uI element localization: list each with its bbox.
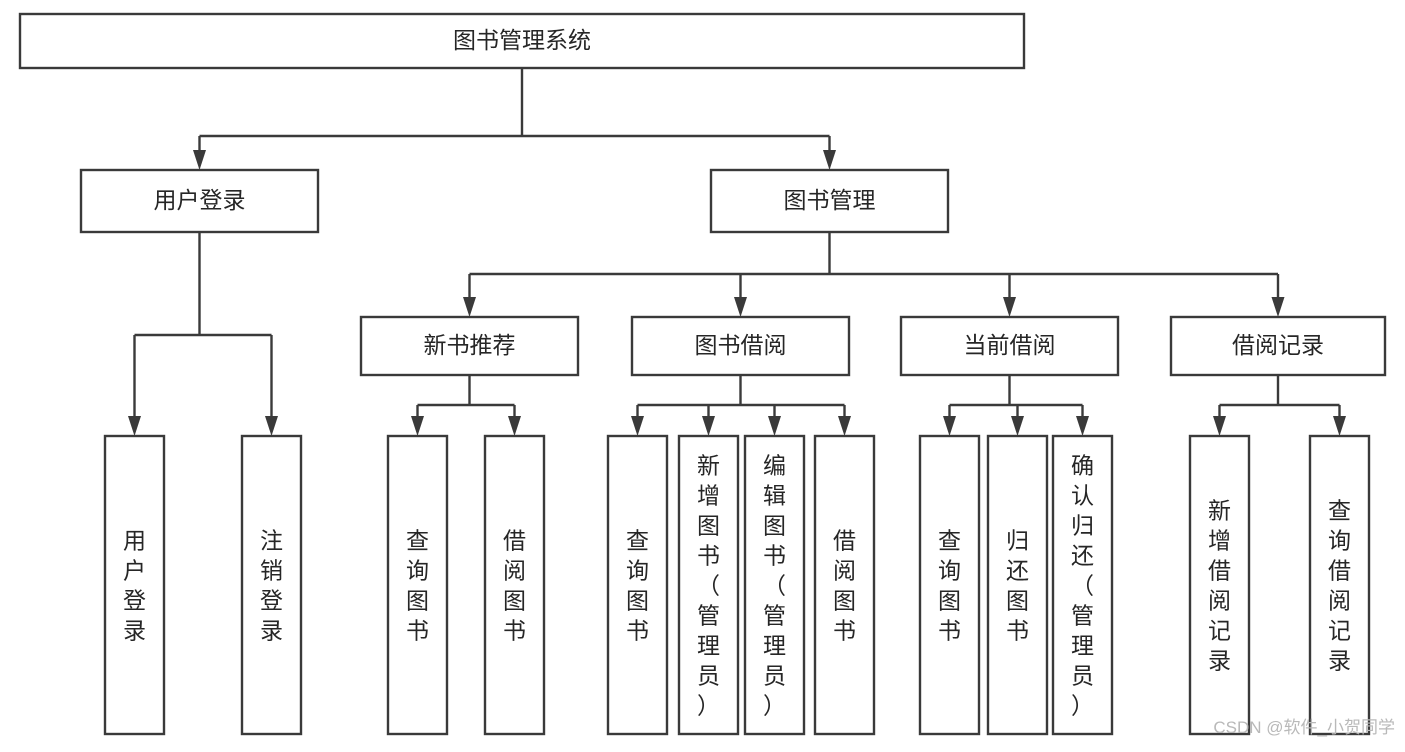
connector-arrowhead — [265, 416, 278, 436]
node-label-borrow-record: 借阅记录 — [1232, 332, 1324, 358]
node-leaf-borrow-book-1[interactable]: 借阅图书 — [483, 434, 546, 736]
edge-group-borrow-record — [1213, 375, 1346, 436]
node-leaf-query-book-1[interactable]: 查询图书 — [386, 434, 449, 736]
connector-arrowhead — [463, 297, 476, 317]
node-new-book-recommend[interactable]: 新书推荐 — [359, 315, 580, 377]
node-box-leaf-query-borrow-record[interactable] — [1308, 434, 1371, 736]
nodes-layer: 图书管理系统用户登录图书管理新书推荐图书借阅当前借阅借阅记录用户登录注销登录查询… — [18, 12, 1387, 736]
node-label-leaf-borrow-book-2: 借阅图书 — [833, 527, 856, 643]
node-box-user-login[interactable] — [79, 168, 320, 234]
connector-arrowhead — [1003, 297, 1016, 317]
node-box-borrow-record[interactable] — [1169, 315, 1387, 377]
connector-arrowhead — [508, 416, 521, 436]
node-box-leaf-add-book[interactable] — [677, 434, 740, 736]
node-box-new-book-recommend[interactable] — [359, 315, 580, 377]
node-box-leaf-user-login[interactable] — [103, 434, 166, 736]
node-book-borrow[interactable]: 图书借阅 — [630, 315, 851, 377]
node-leaf-logout-login[interactable]: 注销登录 — [240, 434, 303, 736]
connector-arrowhead — [128, 416, 141, 436]
node-box-leaf-return-book[interactable] — [986, 434, 1049, 736]
node-current-borrow[interactable]: 当前借阅 — [899, 315, 1120, 377]
connector-arrowhead — [838, 416, 851, 436]
node-box-leaf-query-book-1[interactable] — [386, 434, 449, 736]
node-box-leaf-query-book-3[interactable] — [918, 434, 981, 736]
node-box-root[interactable] — [18, 12, 1026, 70]
connector-arrowhead — [1271, 297, 1285, 317]
edge-group-root — [193, 68, 836, 170]
node-box-leaf-logout-login[interactable] — [240, 434, 303, 736]
node-label-leaf-user-login: 用户登录 — [123, 527, 146, 643]
node-leaf-query-book-2[interactable]: 查询图书 — [606, 434, 669, 736]
node-label-book-borrow: 图书借阅 — [695, 332, 787, 358]
csdn-watermark: CSDN @软件_小贺同学 — [1213, 718, 1395, 737]
node-leaf-edit-book[interactable]: 编辑图书（管理员） — [743, 434, 806, 736]
node-label-book-manage: 图书管理 — [784, 187, 876, 213]
connector-arrowhead — [1213, 416, 1226, 436]
connector-arrowhead — [768, 416, 781, 436]
node-leaf-query-book-3[interactable]: 查询图书 — [918, 434, 981, 736]
connector-arrowhead — [823, 150, 836, 170]
connector-arrowhead — [734, 297, 747, 317]
node-label-leaf-borrow-book-1: 借阅图书 — [503, 527, 526, 643]
node-box-leaf-add-borrow-record[interactable] — [1188, 434, 1251, 736]
node-box-book-borrow[interactable] — [630, 315, 851, 377]
node-label-leaf-add-borrow-record: 新增借阅记录 — [1208, 497, 1231, 673]
connector-arrowhead — [943, 416, 956, 436]
node-box-leaf-confirm-return[interactable] — [1051, 434, 1114, 736]
node-box-leaf-borrow-book-2[interactable] — [813, 434, 876, 736]
node-label-leaf-query-borrow-record: 查询借阅记录 — [1328, 497, 1351, 673]
edge-group-book-manage — [463, 232, 1285, 317]
node-box-leaf-edit-book[interactable] — [743, 434, 806, 736]
node-label-new-book-recommend: 新书推荐 — [424, 332, 516, 358]
node-label-leaf-logout-login: 注销登录 — [260, 527, 283, 643]
connector-arrowhead — [411, 416, 424, 436]
connector-arrowhead — [1333, 416, 1346, 436]
node-label-root: 图书管理系统 — [453, 27, 591, 53]
edge-group-user-login — [128, 232, 278, 436]
edge-group-current-borrow — [943, 375, 1089, 436]
connector-arrowhead — [193, 150, 206, 170]
node-leaf-add-book[interactable]: 新增图书（管理员） — [677, 434, 740, 736]
connector-arrowhead — [631, 416, 644, 436]
node-leaf-return-book[interactable]: 归还图书 — [986, 434, 1049, 736]
node-label-user-login: 用户登录 — [154, 187, 246, 213]
edge-group-new-book-recommend — [411, 375, 521, 436]
node-leaf-add-borrow-record[interactable]: 新增借阅记录 — [1188, 434, 1251, 736]
connector-arrowhead — [1011, 416, 1024, 436]
node-leaf-query-borrow-record[interactable]: 查询借阅记录 — [1308, 434, 1371, 736]
node-box-current-borrow[interactable] — [899, 315, 1120, 377]
node-label-leaf-return-book: 归还图书 — [1006, 527, 1029, 643]
node-root[interactable]: 图书管理系统 — [18, 12, 1026, 70]
edge-group-book-borrow — [631, 375, 851, 436]
node-user-login[interactable]: 用户登录 — [79, 168, 320, 234]
node-book-manage[interactable]: 图书管理 — [709, 168, 950, 234]
node-borrow-record[interactable]: 借阅记录 — [1169, 315, 1387, 377]
connector-arrowhead — [1076, 416, 1089, 436]
node-box-leaf-query-book-2[interactable] — [606, 434, 669, 736]
node-label-current-borrow: 当前借阅 — [964, 332, 1056, 358]
node-box-leaf-borrow-book-1[interactable] — [483, 434, 546, 736]
node-leaf-confirm-return[interactable]: 确认归还（管理员） — [1051, 434, 1114, 736]
node-label-leaf-query-book-2: 查询图书 — [626, 527, 649, 643]
node-leaf-user-login[interactable]: 用户登录 — [103, 434, 166, 736]
node-label-leaf-query-book-1: 查询图书 — [406, 527, 429, 643]
connector-arrowhead — [702, 416, 715, 436]
node-label-leaf-confirm-return: 确认归还（管理员） — [1071, 452, 1094, 718]
edges-layer — [128, 68, 1346, 436]
node-leaf-borrow-book-2[interactable]: 借阅图书 — [813, 434, 876, 736]
node-label-leaf-edit-book: 编辑图书（管理员） — [763, 452, 786, 718]
node-label-leaf-add-book: 新增图书（管理员） — [697, 452, 720, 718]
node-label-leaf-query-book-3: 查询图书 — [938, 527, 961, 643]
node-box-book-manage[interactable] — [709, 168, 950, 234]
